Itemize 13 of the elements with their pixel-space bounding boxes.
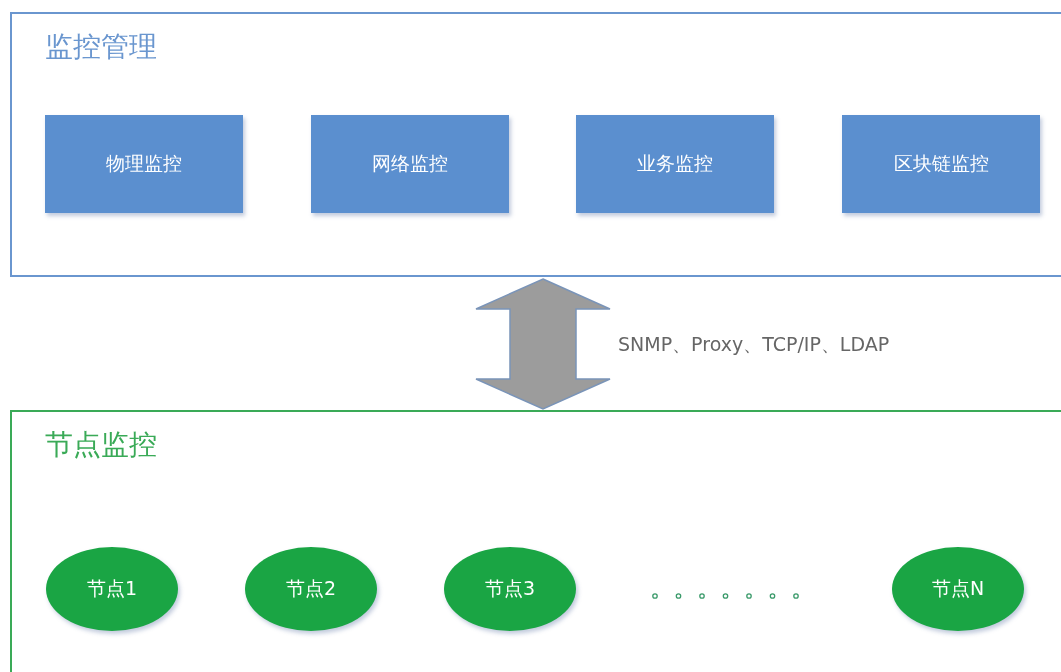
group-panel [10, 410, 1061, 672]
panel-title: 监控管理 [45, 29, 157, 65]
double-arrow [475, 278, 611, 410]
panel-title: 节点监控 [45, 427, 157, 463]
process-box: 区块链监控 [842, 115, 1040, 213]
node-ellipse: 节点2 [245, 547, 377, 631]
process-box: 业务监控 [576, 115, 774, 213]
group-panel [10, 12, 1061, 277]
node-ellipse: 节点N [892, 547, 1024, 631]
node-ellipse: 节点1 [46, 547, 178, 631]
node-ellipse: 节点3 [444, 547, 576, 631]
process-box: 网络监控 [311, 115, 509, 213]
process-box: 物理监控 [45, 115, 243, 213]
